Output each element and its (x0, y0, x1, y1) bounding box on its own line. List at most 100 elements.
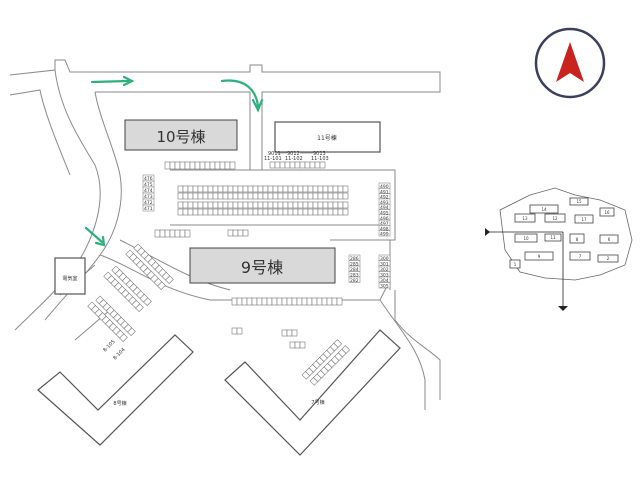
parking-slot (192, 208, 199, 216)
parking-number: 471 (144, 206, 153, 212)
parking-slot (256, 297, 263, 306)
parking-slot (287, 201, 294, 209)
parking-slot (291, 329, 298, 337)
svg-text:8-105: 8-105 (102, 339, 117, 354)
parking-slot (312, 208, 319, 216)
parking-slot (241, 297, 248, 306)
svg-text:電気室: 電気室 (62, 275, 77, 282)
svg-text:9011: 9011 (268, 151, 281, 157)
parking-slot (272, 185, 279, 193)
minimap-number: 8 (576, 237, 579, 242)
minimap-number: 12 (552, 216, 558, 221)
parking-slot (187, 185, 194, 193)
parking-slot (242, 208, 249, 216)
parking-slot (282, 185, 289, 193)
parking-slot (237, 185, 244, 193)
building-11-unit-labels: 9011 9012 9013 11-101 11-102 11-103 (264, 151, 329, 162)
svg-text:9012: 9012 (287, 151, 300, 157)
parking-slot (237, 208, 244, 216)
parking-slot (277, 192, 284, 200)
parking-slot (342, 201, 349, 209)
parking-slot (179, 161, 186, 170)
parking-slot (321, 297, 328, 306)
parking-slot (262, 192, 269, 200)
parking-slot (301, 297, 308, 306)
parking-row (231, 327, 243, 335)
minimap-number: 6 (608, 237, 611, 242)
parking-slot (274, 161, 281, 169)
svg-text:10号棟: 10号棟 (156, 128, 205, 146)
svg-text:11-103: 11-103 (311, 156, 329, 162)
parking-slot (164, 229, 171, 238)
parking-slot (342, 192, 349, 200)
parking-slot (202, 185, 209, 193)
parking-slot (317, 208, 324, 216)
parking-slot (143, 297, 152, 307)
minimap-block (597, 254, 619, 263)
parking-slot (227, 229, 234, 237)
parking-slot (272, 208, 279, 216)
parking-slot (174, 229, 181, 238)
parking-slot (197, 201, 204, 209)
parking-slot (217, 208, 224, 216)
parking-number: 305 (380, 284, 389, 290)
parking-slot (294, 161, 301, 169)
parking-slot (187, 192, 194, 200)
svg-text:7号棟: 7号棟 (311, 399, 324, 406)
parking-slot (194, 161, 201, 170)
parking-slot (336, 297, 343, 306)
parking-slot (272, 201, 279, 209)
parking-slot (282, 192, 289, 200)
arrow-right-top (90, 79, 130, 84)
parking-slot (232, 201, 239, 209)
parking-slot (227, 208, 234, 216)
parking-slot (337, 208, 344, 216)
parking-slot (242, 229, 249, 237)
parking-slot (184, 229, 191, 238)
minimap-block (514, 213, 536, 223)
parking-slot (314, 161, 321, 169)
building-11: 11号棟 (274, 121, 381, 153)
parking-row (281, 329, 298, 337)
parking-slot (292, 192, 299, 200)
parking-slot (342, 185, 349, 193)
parking-slot (229, 161, 236, 170)
parking-slot (169, 229, 176, 238)
parking-slot (267, 192, 274, 200)
parking-number: 492 (380, 195, 389, 201)
parking-slot (294, 341, 301, 349)
minimap-block (574, 214, 594, 224)
parking-slot (342, 208, 349, 216)
parking-slot (192, 185, 199, 193)
parking-slot (277, 201, 284, 209)
parking-slot (332, 201, 339, 209)
parking-row (269, 161, 326, 169)
parking-slot (177, 201, 184, 209)
minimap-block (569, 197, 589, 206)
svg-text:8-104: 8-104 (112, 347, 127, 362)
parking-slot (284, 161, 291, 169)
parking-row (289, 341, 306, 349)
parking-slot (302, 192, 309, 200)
minimap-number: 15 (576, 199, 582, 204)
parking-slot (214, 161, 221, 170)
building-9: 9号棟 (189, 247, 336, 284)
parking-number: 495 (380, 211, 389, 217)
parking-row (154, 229, 191, 238)
parking-number: 493 (380, 200, 389, 206)
parking-row (231, 297, 343, 306)
parking-slot (257, 192, 264, 200)
parking-slot (337, 192, 344, 200)
parking-slot (177, 192, 184, 200)
parking-slot (267, 201, 274, 209)
parking-row (95, 295, 136, 337)
parking-slot (227, 185, 234, 193)
parking-slot (252, 201, 259, 209)
parking-number: 282 (350, 278, 359, 284)
parking-slot (232, 185, 239, 193)
parking-row (111, 265, 152, 307)
parking-slot (222, 185, 229, 193)
minimap-number: 1 (514, 262, 517, 267)
